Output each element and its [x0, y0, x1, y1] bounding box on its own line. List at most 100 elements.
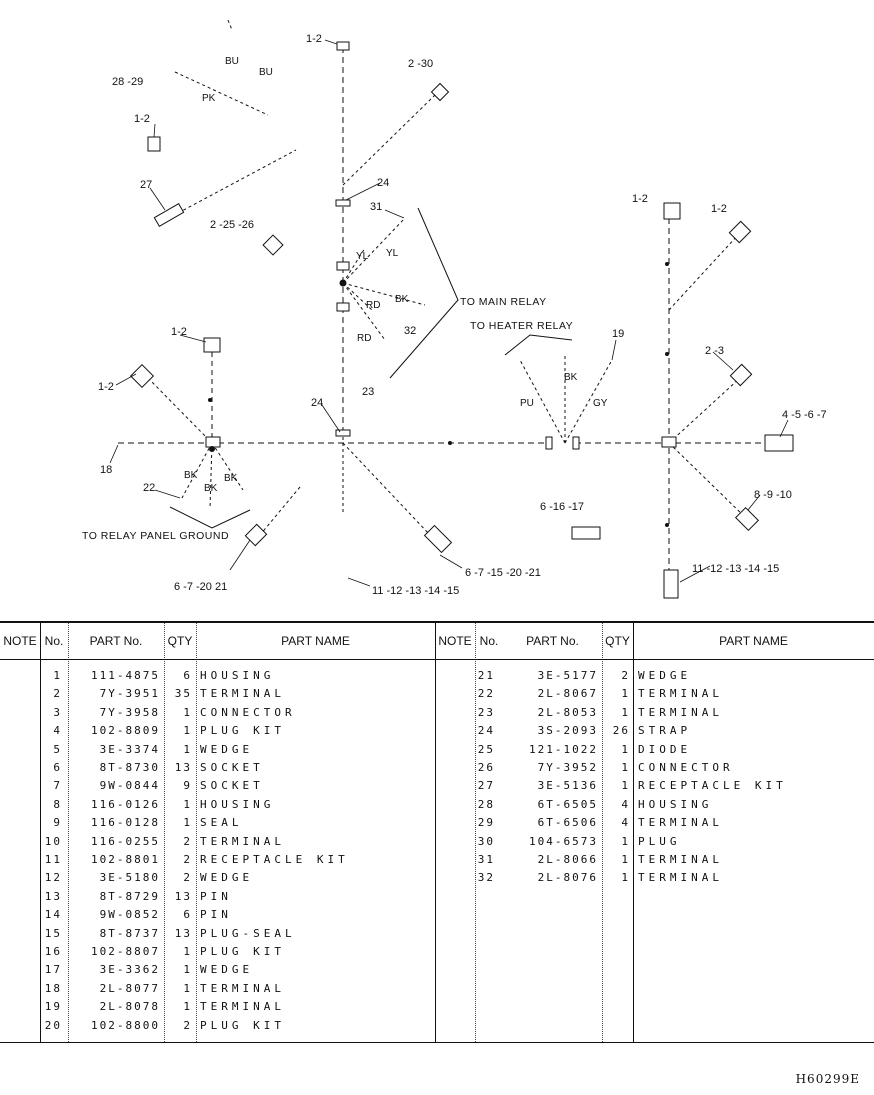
quantity: 13 [174, 761, 192, 774]
quantity: 1 [183, 724, 192, 738]
connector-2-25-26 [262, 234, 284, 256]
part-number-index: 21 [477, 669, 495, 682]
connector-2-3 [729, 363, 753, 387]
quantity: 1 [621, 742, 630, 756]
quantity: 1 [183, 945, 192, 958]
quantity: 1 [621, 687, 630, 701]
connector-8-9-10 [734, 506, 760, 532]
part-name: TERMINAL [638, 853, 723, 866]
col-rule [435, 623, 436, 1042]
connector-24-mid [335, 429, 351, 437]
part-name: DIODE [638, 742, 692, 756]
heater-relay-bracket [504, 334, 573, 356]
note-relay-panel-ground: TO RELAY PANEL GROUND [82, 530, 229, 542]
callout: 1-2 [632, 193, 648, 205]
callout: 2 -3 [705, 345, 724, 357]
connector-1-2-small [147, 136, 161, 152]
part-name: CONNECTOR [200, 705, 296, 719]
wire-label: YL [356, 251, 369, 262]
part-number: 116-0255 [91, 834, 160, 848]
part-number: 2L-8067 [537, 687, 598, 701]
col-rule [40, 623, 41, 1042]
quantity: 2 [183, 834, 192, 848]
quantity: 1 [183, 1000, 192, 1014]
quantity: 13 [174, 926, 192, 940]
callout: 23 [362, 386, 374, 398]
part-number: 2L-8078 [99, 1000, 160, 1014]
part-name: CONNECTOR [638, 761, 734, 774]
quantity: 13 [174, 889, 192, 903]
callout: 28 -29 [112, 76, 143, 88]
part-number-index: 23 [477, 705, 495, 719]
drawing-id: H60299E [795, 1072, 860, 1086]
part-number-index: 25 [477, 742, 495, 756]
callout-labels: 1-2 2 -30 28 -29 1-2 27 2 -25 -26 24 31 … [98, 33, 827, 597]
part-number: 8T-8730 [99, 761, 160, 774]
part-number-index: 14 [44, 908, 62, 922]
part-number: 7Y-3958 [99, 705, 160, 719]
lower-diagonal-branches [342, 442, 431, 536]
callout: 1-2 [711, 203, 727, 215]
header-part-no: PART No. [89, 634, 143, 648]
part-number: 9W-0852 [99, 908, 160, 922]
quantity: 4 [621, 816, 630, 830]
part-number-index: 17 [44, 963, 62, 977]
quantity: 6 [183, 908, 192, 922]
wire-label: BK [204, 483, 218, 494]
part-name: PLUG KIT [200, 945, 285, 958]
part-number-index: 29 [477, 816, 495, 830]
quantity: 1 [621, 853, 630, 866]
part-name: WEDGE [638, 669, 692, 682]
wire-label: BU [225, 56, 239, 67]
part-number: 102-8801 [91, 853, 160, 866]
part-name: PLUG [638, 834, 681, 848]
col-rule [633, 623, 634, 1042]
connector-left-1-2-a [203, 337, 221, 353]
part-name: TERMINAL [200, 834, 285, 848]
part-number: 6T-6505 [537, 797, 598, 811]
part-number: 3E-5180 [99, 871, 160, 885]
part-number: 3E-5177 [537, 669, 598, 682]
callout: 31 [370, 201, 382, 213]
connector-center-relay [336, 261, 350, 271]
part-number: 7Y-3952 [537, 761, 598, 774]
callout: 24 [377, 177, 389, 189]
strap-marks [208, 262, 669, 527]
part-name: TERMINAL [638, 687, 723, 701]
part-number: 102-8807 [91, 945, 160, 958]
callout: 32 [404, 325, 416, 337]
part-name: PIN [200, 908, 232, 922]
callout: 6 -7 -15 -20 -21 [465, 567, 541, 579]
quantity: 1 [621, 834, 630, 848]
part-name: SOCKET [200, 761, 264, 774]
callout: 19 [612, 328, 624, 340]
part-name: TERMINAL [638, 705, 723, 719]
wire-label: PK [202, 93, 216, 104]
header-part-no: PART No. [526, 634, 579, 648]
wire-label: RD [366, 300, 380, 311]
quantity: 1 [183, 963, 192, 977]
top-diagonal-branches [174, 19, 436, 214]
part-number-index: 27 [477, 779, 495, 793]
callout: 1-2 [98, 381, 114, 393]
callout: 6 -16 -17 [540, 501, 584, 513]
wire-label: PU [520, 398, 534, 409]
part-name: PIN [200, 889, 232, 903]
callout: 1-2 [134, 113, 150, 125]
